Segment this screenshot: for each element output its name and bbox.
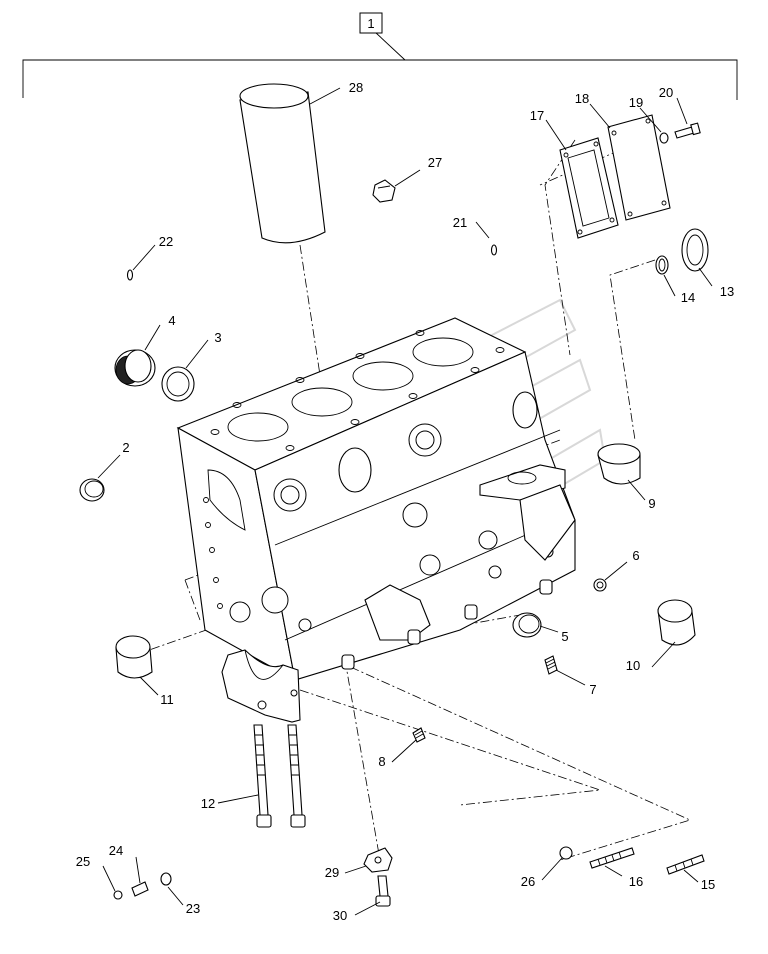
callout-3: 3 xyxy=(214,330,221,345)
cylinder-block xyxy=(176,317,576,682)
part-fitting-24 xyxy=(131,881,149,897)
assembly-label-box: 1 xyxy=(359,12,383,34)
callout-10: 10 xyxy=(626,658,640,673)
callout-16: 16 xyxy=(629,874,643,889)
callout-14: 14 xyxy=(681,290,695,305)
part-seal-13 xyxy=(681,228,709,272)
part-bushing-9 xyxy=(597,443,641,485)
part-washer-19 xyxy=(659,132,669,144)
assembly-label: 1 xyxy=(367,16,374,31)
callout-11: 11 xyxy=(160,692,174,707)
callout-26: 26 xyxy=(521,874,535,889)
part-bolt-12b xyxy=(287,724,306,828)
part-ring-3 xyxy=(161,366,195,402)
callout-27: 27 xyxy=(428,155,442,170)
callout-25: 25 xyxy=(76,854,90,869)
part-stud-15 xyxy=(666,854,705,875)
part-bushing-10 xyxy=(657,599,696,646)
callout-29: 29 xyxy=(325,865,339,880)
callout-labels: 28 27 21 22 17 18 19 20 13 14 4 3 2 9 6 … xyxy=(76,80,734,923)
callout-23: 23 xyxy=(186,901,200,916)
callout-7: 7 xyxy=(589,682,596,697)
part-pin-21 xyxy=(490,244,498,256)
part-cover-18 xyxy=(607,114,671,221)
callout-21: 21 xyxy=(453,215,467,230)
callout-17: 17 xyxy=(530,108,544,123)
callout-6: 6 xyxy=(632,548,639,563)
callout-28: 28 xyxy=(349,80,363,95)
part-bushing-11 xyxy=(115,635,153,679)
callout-9: 9 xyxy=(648,496,655,511)
callout-18: 18 xyxy=(575,91,589,106)
part-pin-22 xyxy=(126,269,134,281)
callout-15: 15 xyxy=(701,877,715,892)
part-bolt-12a xyxy=(253,724,272,828)
part-stud-16 xyxy=(589,847,635,869)
part-bolt-20 xyxy=(674,122,701,139)
assembly-bracket xyxy=(22,31,738,100)
part-plug-2 xyxy=(79,478,105,502)
part-screw-7 xyxy=(544,655,558,675)
part-cylinder-liner xyxy=(239,83,326,244)
callout-22: 22 xyxy=(159,234,173,249)
part-sleeve-23 xyxy=(160,872,172,886)
leader-lines xyxy=(97,87,713,916)
callout-8: 8 xyxy=(378,754,385,769)
part-gasket-17 xyxy=(559,137,619,239)
part-cup-plug-4 xyxy=(114,349,156,387)
callout-19: 19 xyxy=(629,95,643,110)
callout-30: 30 xyxy=(333,908,347,923)
part-screw-8 xyxy=(412,727,426,743)
part-cup-plug-5 xyxy=(512,612,542,638)
callout-2: 2 xyxy=(122,440,129,455)
callout-12: 12 xyxy=(201,796,215,811)
callout-20: 20 xyxy=(659,85,673,100)
part-bolt-30 xyxy=(375,875,391,907)
part-plug-6 xyxy=(593,578,607,592)
part-plug-26 xyxy=(559,846,573,860)
part-fitting-29 xyxy=(363,847,393,873)
callout-4: 4 xyxy=(168,313,175,328)
part-bearing-cap xyxy=(221,649,301,723)
part-plug-27 xyxy=(372,179,396,203)
part-washer-25 xyxy=(113,890,123,900)
callout-24: 24 xyxy=(109,843,123,858)
callout-13: 13 xyxy=(720,284,734,299)
part-oring-14 xyxy=(655,255,669,275)
callout-5: 5 xyxy=(561,629,568,644)
